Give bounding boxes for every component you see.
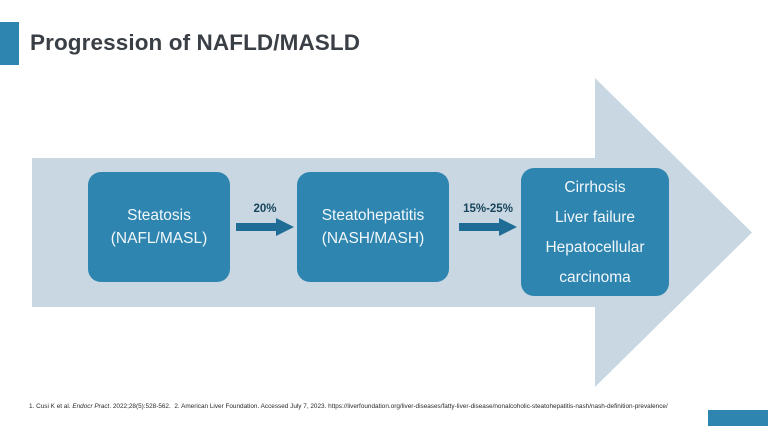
stage-line: Steatohepatitis	[321, 207, 425, 224]
stage-line: carcinoma	[559, 268, 631, 286]
title-accent-bar	[0, 22, 19, 65]
stage-line: (NASH/MASH)	[321, 230, 425, 247]
page-title: Progression of NAFLD/MASLD	[30, 30, 361, 55]
reference-1-prefix: 1. Cusi K et al.	[29, 403, 73, 410]
reference-1-suffix: . 2022;28(5):528-562.	[109, 403, 171, 410]
connector-steatosis-to-steatohepatitis: 20%	[231, 203, 299, 251]
stage-line: Cirrhosis	[564, 178, 626, 196]
footnote-references: 1. Cusi K et al. Endocr Pract. 2022;28(5…	[29, 402, 669, 412]
arrow-right-icon	[236, 218, 294, 236]
stage-line: Steatosis	[127, 207, 191, 224]
connector-steatohepatitis-to-advanced: 15%-25%	[452, 203, 524, 251]
connector-label: 15%-25%	[463, 203, 513, 215]
stage-box-steatosis[interactable]: Steatosis (NAFL/MASL)	[88, 172, 230, 282]
bottom-right-marker	[708, 410, 768, 426]
arrow-right-icon	[459, 218, 517, 236]
connector-label: 20%	[253, 203, 277, 215]
reference-1-journal: Endocr Pract	[72, 403, 110, 410]
stage-box-advanced-liver-disease[interactable]: Cirrhosis Liver failure Hepatocellular c…	[521, 168, 669, 296]
stage-box-steatohepatitis[interactable]: Steatohepatitis (NASH/MASH)	[297, 172, 449, 282]
stage-line: Liver failure	[554, 208, 636, 226]
reference-2: 2. American Liver Foundation. Accessed J…	[174, 403, 668, 410]
stage-line: Hepatocellular	[545, 238, 645, 256]
stage-line: (NAFL/MASL)	[110, 230, 208, 247]
